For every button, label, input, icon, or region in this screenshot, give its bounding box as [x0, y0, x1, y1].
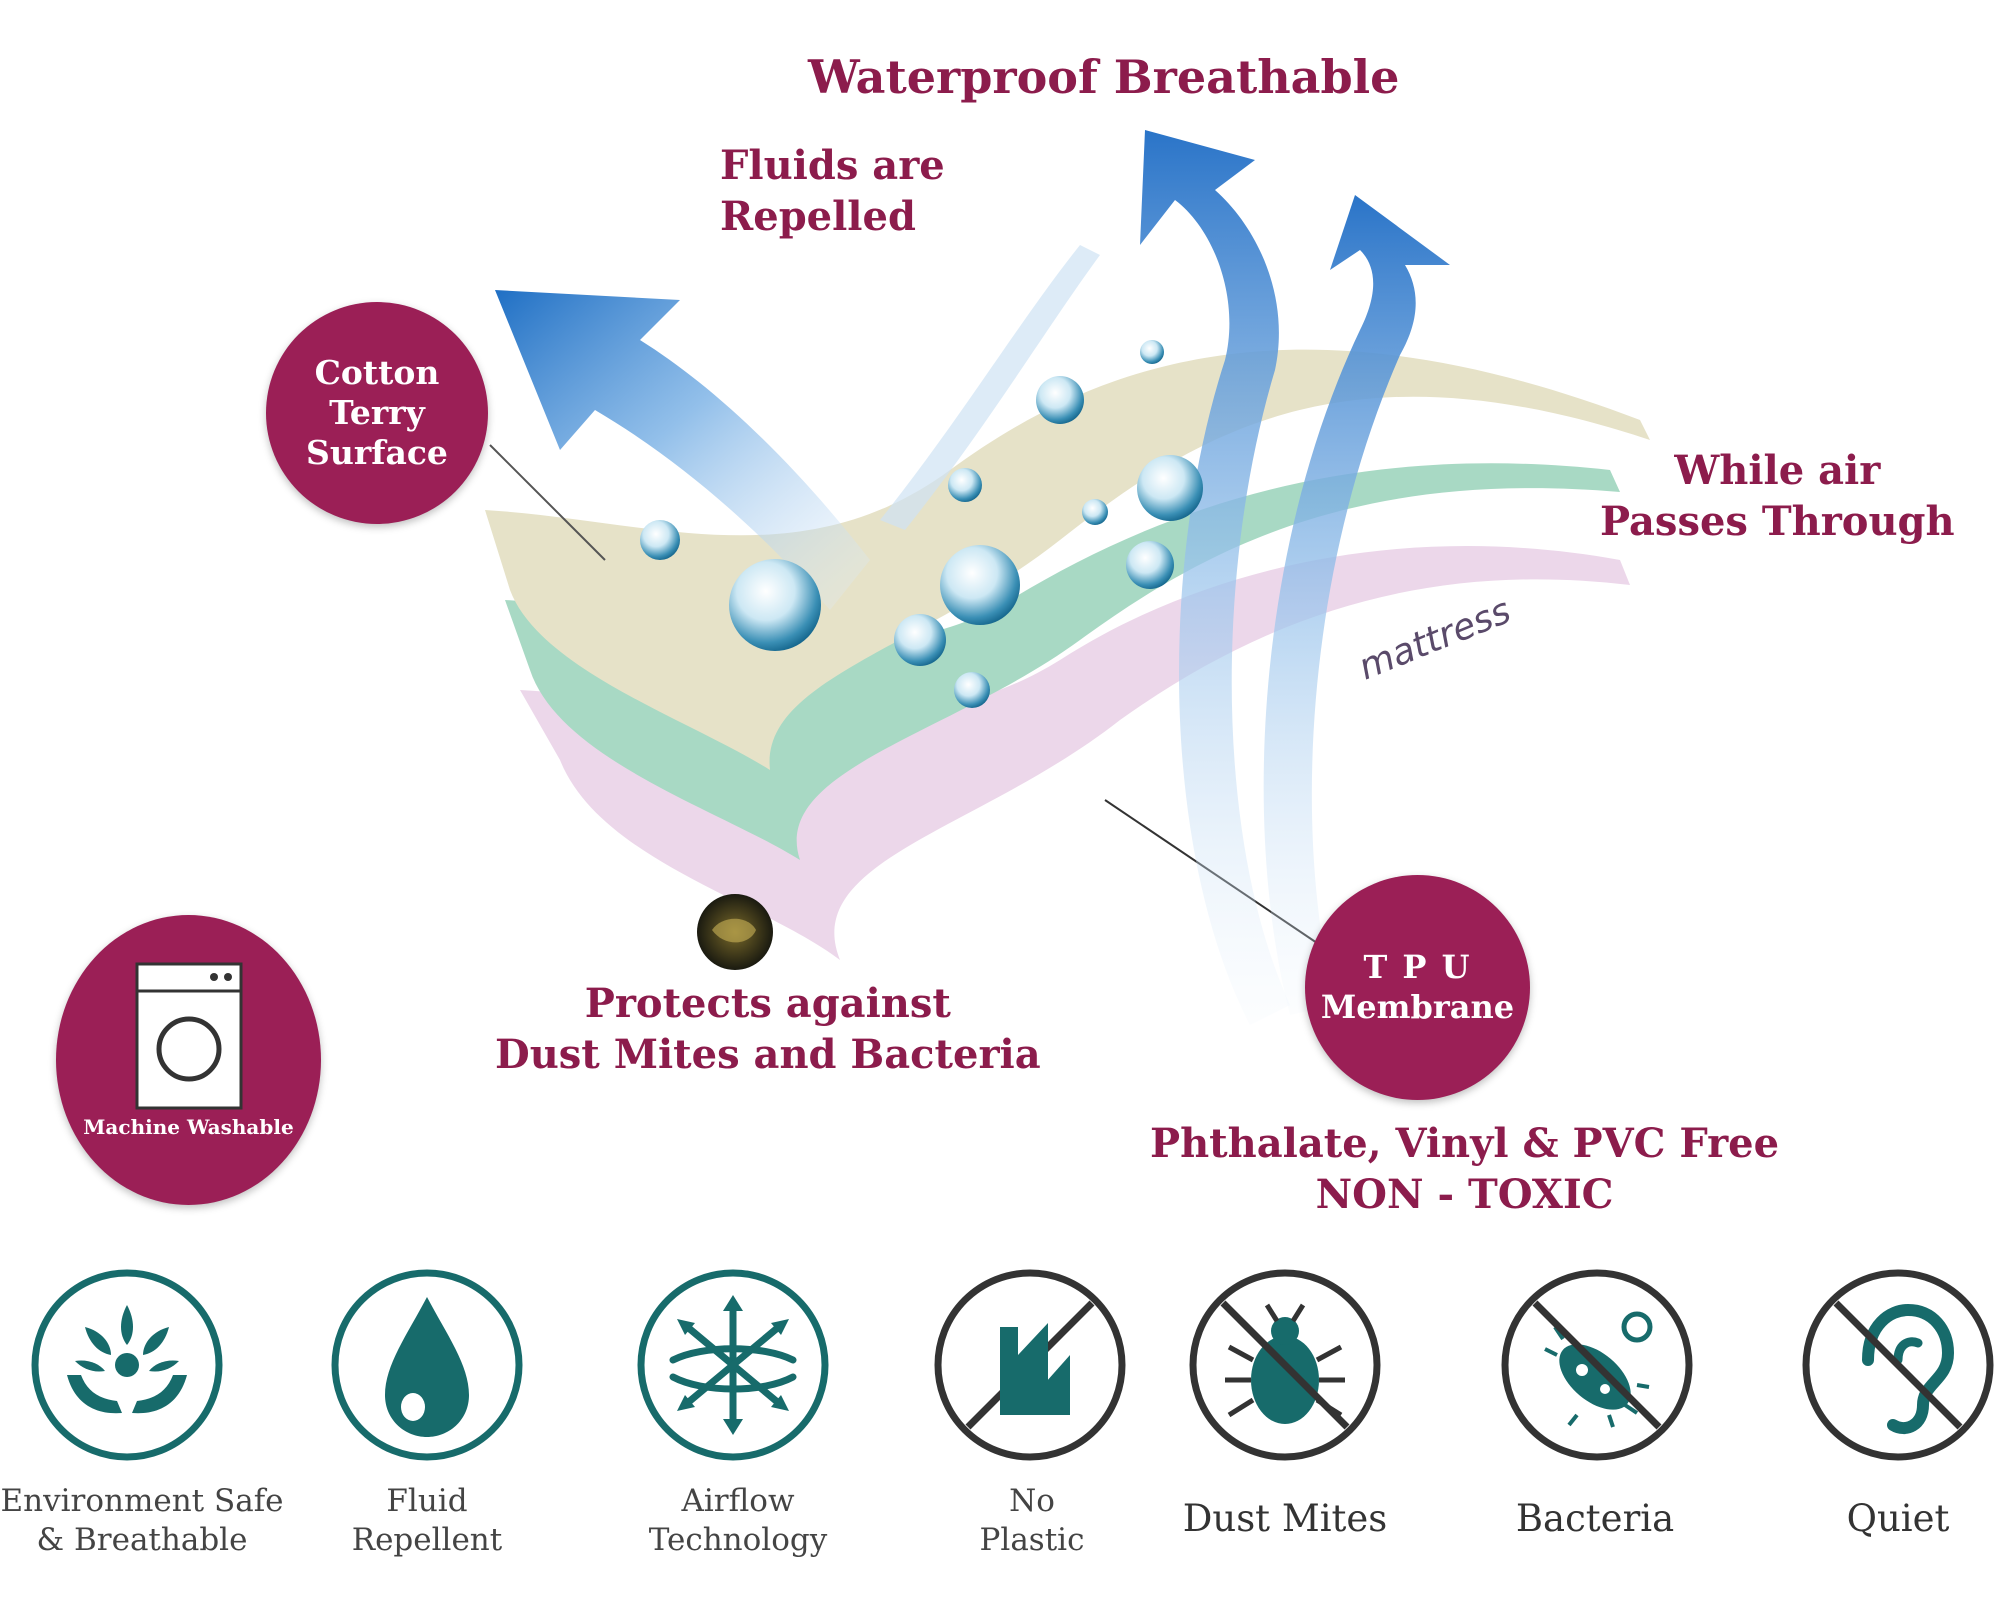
green-layer [505, 463, 1620, 860]
airflow-label-line-2: Technology [648, 1521, 828, 1558]
air-line-1: While air [1674, 447, 1881, 494]
cotton-leader [489, 444, 606, 561]
fluids-repelled-label: Fluids are Repelled [720, 140, 945, 242]
airflow-icon [633, 1265, 833, 1465]
icon-label-fluid: Fluid Repellent [277, 1482, 577, 1560]
plastic-label-line-2: Plastic [979, 1521, 1085, 1558]
mites-label: Dust Mites [1182, 1497, 1388, 1540]
repel-arrow [495, 290, 870, 610]
plastic-label-line-1: No [1009, 1483, 1055, 1519]
fluids-line-1: Fluids are [720, 142, 945, 189]
fluid-label-line-2: Repellent [351, 1521, 503, 1558]
machine-washable-badge: Machine Washable [56, 915, 321, 1205]
quiet-label: Quiet [1846, 1497, 1950, 1540]
tpu-line-2: Membrane [1320, 987, 1515, 1026]
cotton-line-3: Surface [306, 433, 448, 473]
airflow-label-line-1: Airflow [681, 1483, 795, 1519]
washable-label: Machine Washable [83, 1114, 294, 1139]
cotton-line-1: Cotton [314, 352, 440, 392]
quiet-icon [1798, 1265, 1998, 1465]
free-line-1: Phthalate, Vinyl & PVC Free [1150, 1120, 1780, 1167]
tpu-membrane-badge: T P U Membrane [1305, 875, 1530, 1100]
protects-label: Protects against Dust Mites and Bacteria [495, 978, 1041, 1080]
mattress-label: mattress [1353, 590, 1517, 688]
icon-label-quiet: Quiet [1748, 1496, 2000, 1542]
fluid-label-line-1: Fluid [386, 1483, 468, 1519]
icon-label-airflow: Airflow Technology [588, 1482, 888, 1560]
waterproof-title: Waterproof Breathable [808, 50, 1400, 104]
non-toxic-label: Phthalate, Vinyl & PVC Free NON - TOXIC [1150, 1118, 1779, 1220]
fluids-line-2: Repelled [720, 193, 916, 241]
no-plastic-icon [930, 1265, 1130, 1465]
water-droplets [640, 340, 1203, 708]
icon-label-no-plastic: No Plastic [882, 1482, 1182, 1560]
tpu-line-1: T P U [1363, 948, 1472, 987]
breathable-arrow-1 [1140, 130, 1290, 1025]
breathable-arrow-2 [1263, 195, 1450, 1015]
water-drop-icon [327, 1265, 527, 1465]
no-dust-mites-icon [1185, 1265, 1385, 1465]
no-bacteria-icon [1497, 1265, 1697, 1465]
cotton-line-2: Terry [329, 392, 425, 432]
air-line-2: Passes Through [1600, 498, 1955, 546]
icon-label-bacteria: Bacteria [1445, 1496, 1745, 1542]
icon-label-environment: Environment Safe & Breathable [0, 1482, 292, 1560]
env-label-line-1: Environment Safe [0, 1483, 284, 1519]
protects-line-2: Dust Mites and Bacteria [495, 1031, 1041, 1079]
washing-machine-icon [135, 962, 242, 1110]
protects-line-1: Protects against [584, 980, 951, 1027]
cream-layer [485, 349, 1650, 770]
airflow-streak [880, 245, 1100, 530]
leaf-hands-icon [27, 1265, 227, 1465]
bacteria-label: Bacteria [1515, 1497, 1675, 1540]
air-passes-label: While air Passes Through [1600, 445, 1955, 547]
env-label-line-2: & Breathable [36, 1521, 248, 1558]
icon-label-dust-mites: Dust Mites [1135, 1496, 1435, 1542]
cotton-terry-badge: Cotton Terry Surface [266, 302, 488, 524]
free-line-2: NON - TOXIC [1315, 1171, 1614, 1219]
